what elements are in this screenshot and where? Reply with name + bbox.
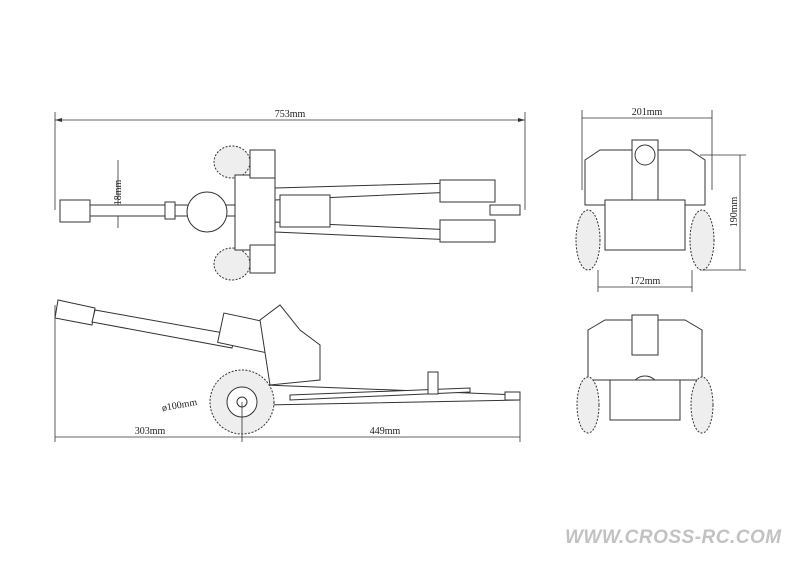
dim-length-753: 753mm: [275, 109, 306, 120]
dim-wheel-diameter: ø100mm: [161, 397, 198, 414]
side-view: ø100mm 303mm 449mm: [54, 299, 521, 442]
top-view: 753mm ø18mm: [54, 109, 526, 281]
dim-track-172: 172mm: [630, 276, 661, 287]
dim-rear-449: 449mm: [370, 426, 401, 437]
dim-height-190: 190mm: [729, 197, 740, 228]
dim-front-303: 303mm: [135, 426, 166, 437]
watermark: WWW.CROSS-RC.COM: [565, 527, 782, 548]
front-view: 201mm 190mm 172mm: [575, 107, 746, 292]
dim-width-201: 201mm: [632, 107, 663, 118]
rear-view: [576, 314, 714, 434]
dim-barrel-diameter: ø18mm: [113, 180, 124, 211]
